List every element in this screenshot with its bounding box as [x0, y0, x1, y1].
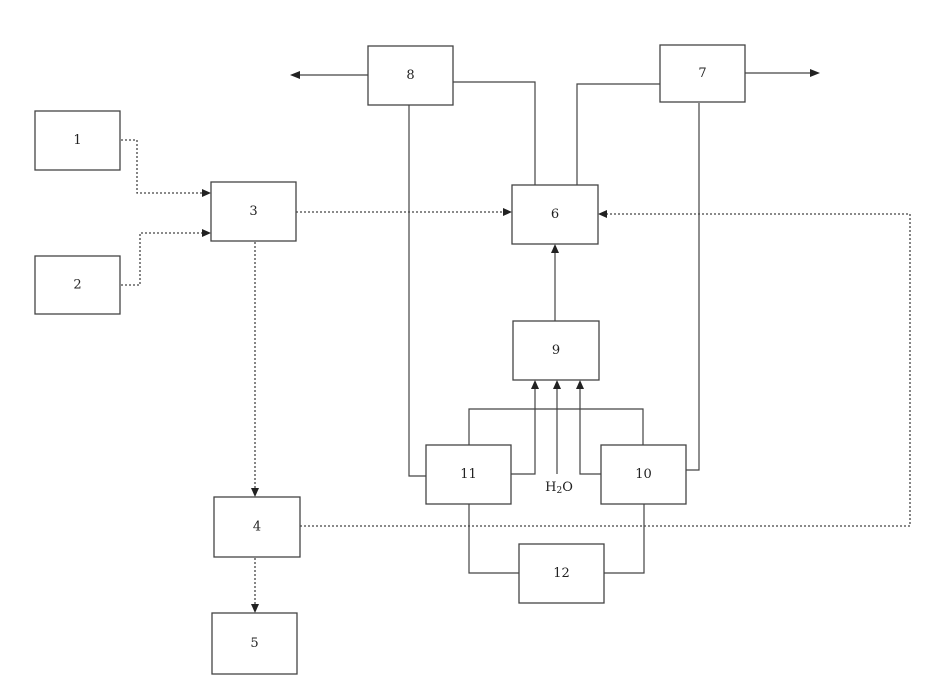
water-label: H2O — [545, 480, 573, 496]
arrowhead-7-outlet — [810, 69, 820, 77]
block-6-label: 6 — [551, 207, 559, 222]
water-label-h: H — [545, 480, 556, 495]
arrowhead-10-to-9 — [576, 380, 584, 389]
block-9-label: 9 — [552, 343, 560, 358]
connector-2-to-3 — [121, 233, 202, 285]
block-11-label: 11 — [460, 467, 477, 482]
arrowhead-water-to-9 — [553, 380, 561, 389]
connector-1-to-3 — [121, 140, 202, 193]
arrowhead-3-to-6 — [503, 208, 512, 216]
connector-11-10-loop — [469, 409, 643, 445]
connector-11-to-9 — [511, 389, 535, 474]
arrowhead-3-to-4 — [251, 488, 259, 497]
block-10-label: 10 — [635, 467, 652, 482]
block-7-label: 7 — [698, 66, 706, 81]
connector-8-to-11 — [409, 105, 426, 476]
block-8-label: 8 — [406, 68, 414, 83]
connector-7-to-10 — [686, 103, 699, 470]
block-1-label: 1 — [73, 133, 81, 148]
connector-10-to-9 — [580, 389, 601, 474]
arrowhead-1-to-3 — [202, 189, 211, 197]
block-4-label: 4 — [253, 520, 261, 535]
block-5-label: 5 — [250, 636, 258, 651]
arrowhead-4-to-6 — [598, 210, 607, 218]
arrowhead-11-to-9 — [531, 380, 539, 389]
connector-8-to-6 — [453, 82, 535, 185]
arrowhead-4-to-5 — [251, 604, 259, 613]
arrowhead-8-outlet — [290, 71, 300, 79]
connector-7-to-6 — [577, 84, 660, 185]
block-3-label: 3 — [249, 204, 257, 219]
water-label-o: O — [562, 480, 573, 495]
arrowhead-9-to-6 — [551, 244, 559, 253]
block-12-label: 12 — [553, 566, 570, 581]
block-2-label: 2 — [73, 278, 81, 293]
arrowhead-2-to-3 — [202, 229, 211, 237]
